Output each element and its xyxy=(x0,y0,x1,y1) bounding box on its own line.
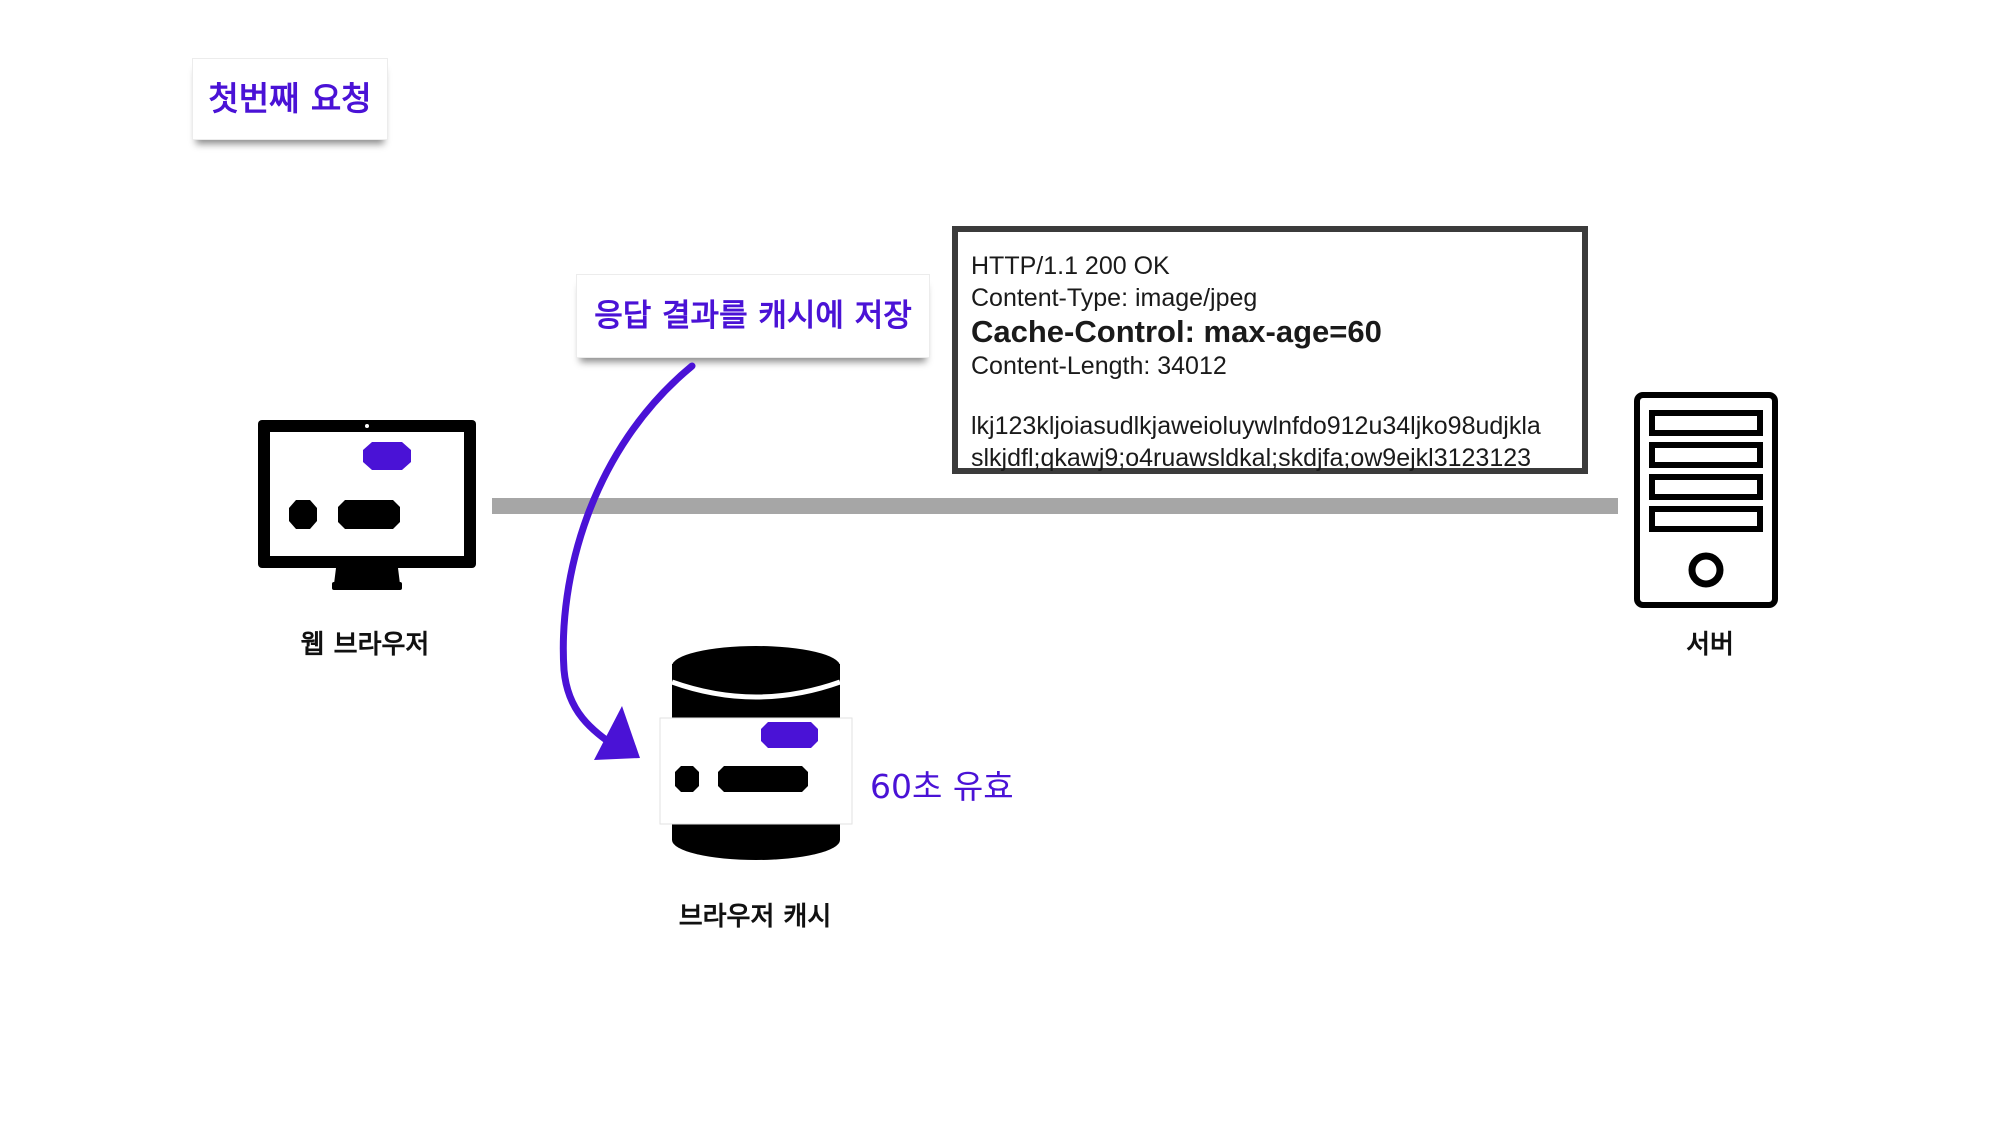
monitor-icon xyxy=(258,420,476,590)
cache-screen-small-shape xyxy=(675,766,699,792)
web-browser-label: 웹 브라우저 xyxy=(300,630,430,660)
http-response-box: HTTP/1.1 200 OK Content-Type: image/jpeg… xyxy=(952,226,1588,474)
network-connection-line xyxy=(492,498,1618,514)
monitor-screen-accent-shape xyxy=(363,442,411,470)
server-label: 서버 xyxy=(1686,630,1734,660)
validity-label: 60초 유효 xyxy=(870,767,1014,806)
curved-arrow-icon xyxy=(559,362,696,760)
title-text: 첫번째 요청 xyxy=(208,79,372,118)
server-tower-icon xyxy=(1634,392,1778,608)
response-body-line-1: lkj123kljoiasudlkjaweioluywlnfdo912u34lj… xyxy=(971,412,1541,440)
store-response-text: 응답 결과를 캐시에 저장 xyxy=(594,298,912,334)
response-body-line-2: slkjdfl;qkawj9;o4ruawsldkal;skdjfa;ow9ej… xyxy=(971,444,1532,472)
response-content-type: Content-Type: image/jpeg xyxy=(971,284,1258,312)
response-cache-control: Cache-Control: max-age=60 xyxy=(971,314,1382,349)
cache-screen-bar-shape xyxy=(718,766,808,792)
monitor-screen-small-shape xyxy=(289,500,317,529)
monitor-screen-bar-shape xyxy=(338,500,400,529)
title-note: 첫번째 요청 xyxy=(192,58,388,140)
cache-screen-accent-shape xyxy=(761,722,818,748)
response-content-length: Content-Length: 34012 xyxy=(971,352,1227,380)
store-response-note: 응답 결과를 캐시에 저장 xyxy=(576,274,930,358)
response-status-line: HTTP/1.1 200 OK xyxy=(971,252,1170,280)
response-spacer xyxy=(971,382,1582,410)
database-cylinder-icon xyxy=(659,646,853,860)
browser-cache-label: 브라우저 캐시 xyxy=(678,902,832,932)
